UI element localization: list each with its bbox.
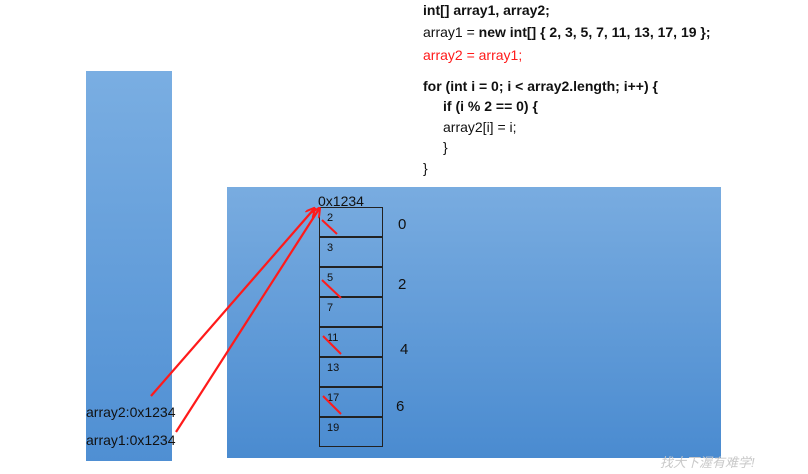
code-line-init: array1 = new int[] { 2, 3, 5, 7, 11, 13,… bbox=[423, 24, 711, 40]
code-line-close-if: } bbox=[443, 139, 448, 155]
code-line-assign-i: array2[i] = i; bbox=[443, 119, 517, 135]
array2-reference: array2:0x1234 bbox=[86, 404, 176, 420]
stack-panel bbox=[86, 71, 172, 461]
array-cell-2: 5 bbox=[319, 267, 383, 297]
index-label-6: 6 bbox=[396, 398, 405, 415]
index-label-2: 2 bbox=[398, 276, 407, 293]
array-cell-4: 11 bbox=[319, 327, 383, 357]
heap-panel bbox=[227, 187, 721, 458]
array1-reference: array1:0x1234 bbox=[86, 432, 176, 448]
strike-cell-4 bbox=[322, 335, 342, 355]
strike-cell-6 bbox=[322, 395, 342, 415]
code-line-close-for: } bbox=[423, 160, 428, 176]
array-cell-3: 7 bbox=[319, 297, 383, 327]
array2-pointer-arrow bbox=[150, 209, 314, 397]
code-line-declare: int[] array1, array2; bbox=[423, 2, 550, 18]
array1-pointer-arrow bbox=[175, 209, 319, 433]
array-cell-5: 13 bbox=[319, 357, 383, 387]
array-cell-1: 3 bbox=[319, 237, 383, 267]
index-label-0: 0 bbox=[398, 216, 407, 233]
code-line-if: if (i % 2 == 0) { bbox=[443, 98, 538, 114]
index-label-4: 4 bbox=[400, 341, 409, 358]
code-line-for: for (int i = 0; i < array2.length; i++) … bbox=[423, 78, 658, 94]
heap-address: 0x1234 bbox=[318, 193, 364, 209]
strike-cell-0 bbox=[321, 219, 338, 235]
strike-cell-2 bbox=[321, 279, 342, 299]
code-line-assign: array2 = array1; bbox=[423, 47, 523, 63]
array-cell-0: 2 bbox=[319, 207, 383, 237]
watermark: 找大下渥有难学! bbox=[660, 455, 755, 470]
array-cell-7: 19 bbox=[319, 417, 383, 447]
array-cell-6: 17 bbox=[319, 387, 383, 417]
